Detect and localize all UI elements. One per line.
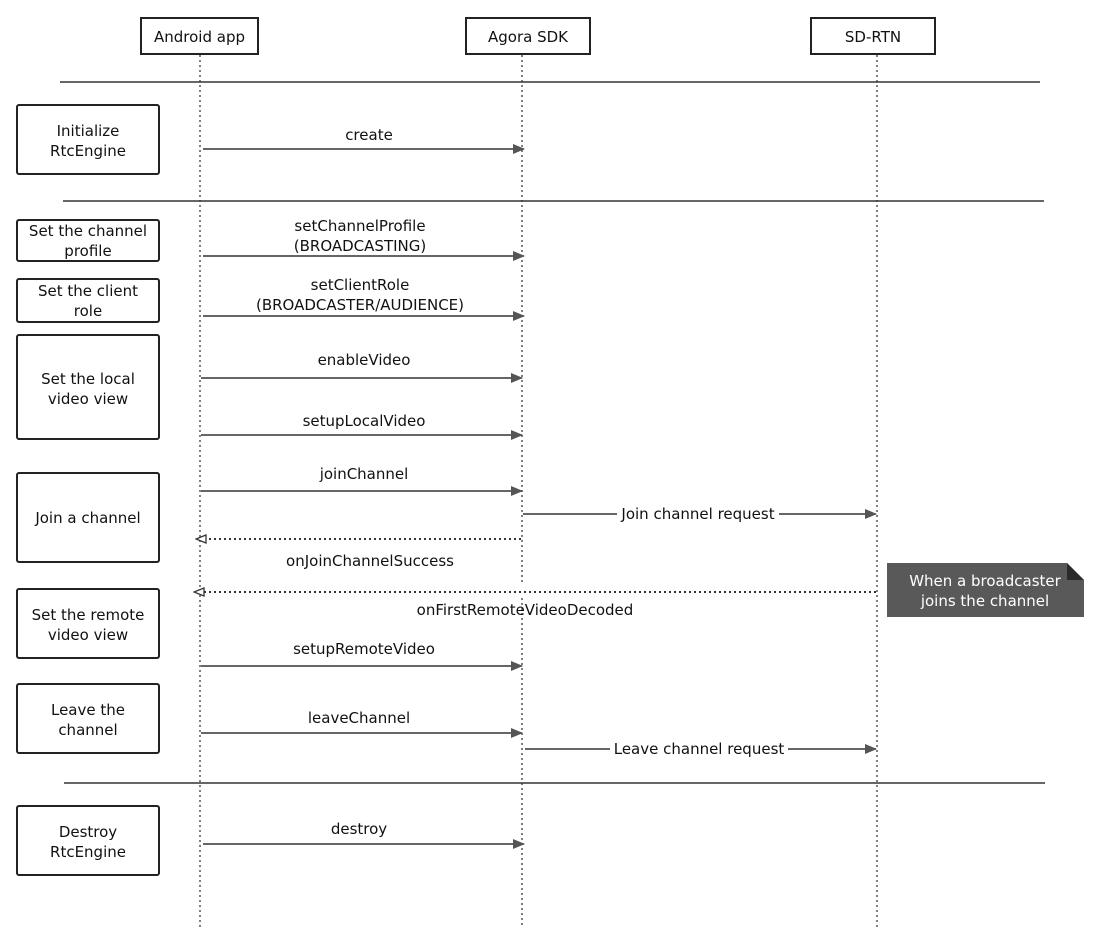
message-set-client-role: setClientRole (BROADCASTER/AUDIENCE) (203, 276, 525, 321)
message-label: Join channel request (620, 505, 774, 523)
step-label: profile (64, 242, 111, 260)
message-label: Leave channel request (614, 740, 785, 758)
step-client-role: Set the client role (16, 278, 160, 323)
message-enable-video: enableVideo (201, 351, 523, 383)
message-label: setupLocalVideo (303, 412, 426, 430)
step-remote-video: Set the remote video view (16, 588, 160, 659)
message-label: (BROADCASTER/AUDIENCE) (256, 296, 464, 314)
message-label: create (345, 126, 393, 144)
message-join-channel: joinChannel (201, 465, 523, 496)
note-line: When a broadcaster (909, 572, 1061, 590)
step-leave: Leave the channel (16, 683, 160, 754)
step-destroy: Destroy RtcEngine (16, 805, 160, 876)
participant-label: SD-RTN (845, 28, 901, 46)
step-label: Destroy (59, 823, 117, 841)
broadcaster-note: When a broadcaster joins the channel (887, 563, 1084, 617)
step-label: channel (58, 721, 117, 739)
participant-label: Agora SDK (488, 28, 569, 46)
message-label: onFirstRemoteVideoDecoded (417, 601, 634, 619)
message-label: onJoinChannelSuccess (286, 552, 454, 570)
step-label: Initialize (57, 122, 120, 140)
step-local-video: Set the local video view (16, 334, 160, 440)
step-channel-profile: Set the channel profile (16, 219, 160, 262)
step-label: video view (48, 626, 128, 644)
step-initialize: Initialize RtcEngine (16, 104, 160, 175)
step-label: Leave the (51, 701, 125, 719)
message-on-first-remote-video-decoded: onFirstRemoteVideoDecoded (204, 592, 876, 619)
message-label: destroy (331, 820, 387, 838)
message-join-channel-request: Join channel request (523, 503, 877, 523)
participant-sd-rtn: SD-RTN (810, 17, 936, 55)
participant-agora-sdk: Agora SDK (465, 17, 591, 55)
message-setup-local-video: setupLocalVideo (201, 412, 523, 440)
message-leave-channel: leaveChannel (201, 709, 523, 738)
message-on-join-channel-success: onJoinChannelSuccess (206, 539, 521, 570)
message-create: create (203, 126, 525, 154)
step-label: Set the channel (29, 222, 147, 240)
message-label: setClientRole (311, 276, 410, 294)
message-set-channel-profile: setChannelProfile (BROADCASTING) (203, 217, 525, 261)
message-label: enableVideo (318, 351, 411, 369)
message-label: leaveChannel (308, 709, 410, 727)
participant-label: Android app (154, 28, 245, 46)
message-leave-channel-request: Leave channel request (525, 738, 877, 758)
step-label: role (74, 302, 102, 320)
message-destroy: destroy (203, 820, 525, 849)
step-label: video view (48, 390, 128, 408)
step-label: Join a channel (34, 509, 140, 527)
message-label: setChannelProfile (294, 217, 425, 235)
participant-android-app: Android app (140, 17, 259, 55)
message-label: joinChannel (319, 465, 409, 483)
message-setup-remote-video: setupRemoteVideo (201, 640, 523, 671)
note-line: joins the channel (920, 592, 1049, 610)
step-label: Set the client (38, 282, 138, 300)
step-label: Set the local (41, 370, 135, 388)
step-label: RtcEngine (50, 843, 126, 861)
step-label: Set the remote (32, 606, 145, 624)
step-join: Join a channel (16, 472, 160, 563)
step-label: RtcEngine (50, 142, 126, 160)
message-label: setupRemoteVideo (293, 640, 435, 658)
message-label: (BROADCASTING) (294, 237, 426, 255)
